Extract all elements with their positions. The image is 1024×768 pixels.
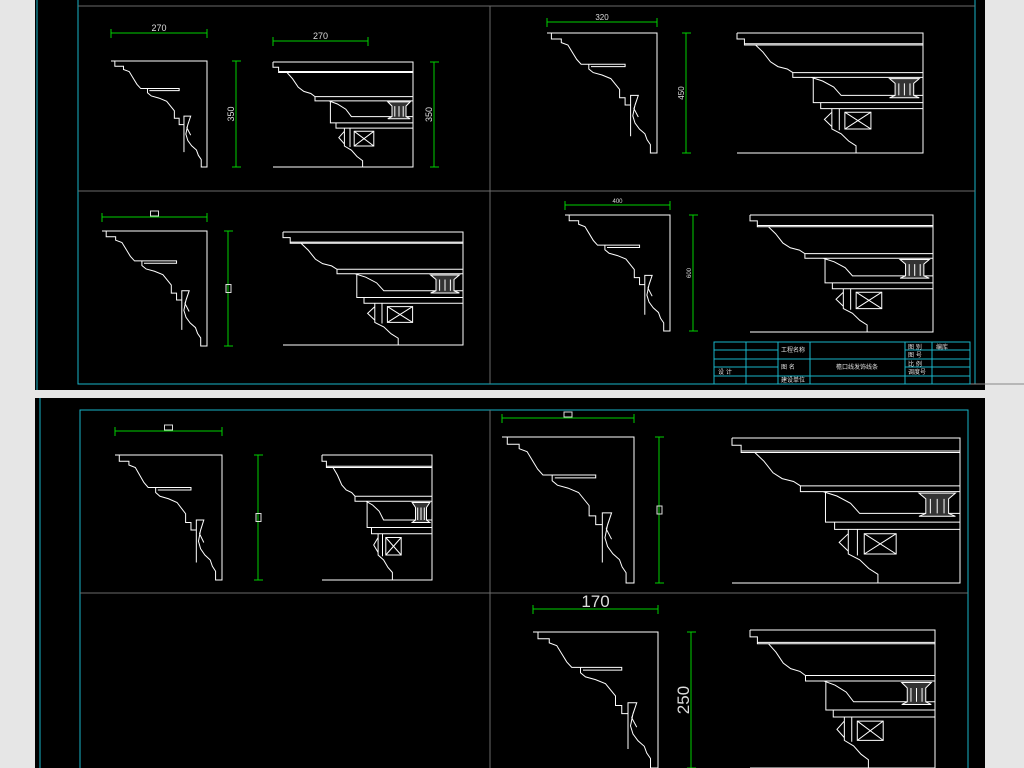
width-dimension: 400 [564,199,671,210]
height-dimension [655,436,664,584]
width-dimension: 170 [532,592,659,614]
dimension-label: 350 [226,106,236,121]
molding-profile [547,33,657,153]
dimension-label-placeholder [563,411,573,418]
rosette-block [386,538,401,556]
width-dimension [114,424,223,436]
scale-label: 比 例 [908,360,922,368]
drawing-title: 檐口线发饰线条 [836,363,878,371]
molding-profile [502,437,634,583]
molding-profile [115,455,222,580]
number-label: 图 号 [908,352,922,359]
width-dimension [101,210,208,222]
dimension-label: 350 [424,107,434,122]
carved-capital-icon [890,79,920,98]
width-dimension: 270 [110,23,208,38]
dimension-label: 600 [687,267,693,278]
height-dimension: 450 [677,32,691,154]
molding-profile [102,231,207,346]
dimension-label: 250 [674,686,693,714]
dimension-label-placeholder [255,513,262,522]
height-dimension: 350 [226,60,241,168]
height-dimension: 250 [674,631,696,768]
height-dimension: 600 [687,214,698,332]
rosette-block [845,112,871,129]
rosette-block [354,131,374,146]
height-dimension: 350 [424,61,439,168]
category-label: 图 别 [908,343,922,351]
molding-elevation [732,438,960,583]
dimension-label: 270 [151,23,166,33]
width-dimension: 270 [272,31,369,46]
molding-elevation [322,455,432,580]
code-label: 编库 [936,343,948,351]
drawing-name-label: 图 名 [781,363,795,371]
height-dimension [254,454,263,581]
rosette-block [856,292,882,308]
dimension-label-placeholder [164,424,173,431]
dimension-label: 270 [313,31,328,41]
dimension-label: 320 [595,13,609,22]
dimension-label-placeholder [225,284,232,293]
carved-capital-icon [919,493,955,516]
sheet-1 [35,0,985,390]
carved-capital-icon [902,682,932,704]
rosette-block [387,307,412,323]
title-block [713,341,971,385]
dimension-label: 400 [612,199,623,205]
molding-elevation [750,630,935,768]
molding-elevation [283,232,463,345]
date-label: 调度号 [908,368,926,376]
carved-capital-icon [431,275,460,293]
height-dimension [224,230,233,347]
carved-capital-icon [412,503,430,523]
molding-profile [565,215,670,331]
design-label: 设 计 [718,368,732,376]
width-dimension: 320 [546,13,658,27]
project-name-label: 工程名称 [781,346,805,354]
client-label: 建设单位 [781,376,805,384]
sheet-2-frame [79,409,969,768]
dimension-lines: 270 350 270 350 320 450 400 600 170 250 [101,13,698,768]
dimension-label: 450 [677,86,686,100]
rosette-block [864,534,896,554]
width-dimension [501,411,635,423]
molding-profile [111,61,207,167]
profile-drawings [102,33,960,768]
molding-elevation [750,215,933,332]
rosette-block [857,721,883,740]
dimension-label-placeholder [656,505,663,515]
dimension-label: 170 [581,592,609,611]
molding-profile [533,632,658,768]
carved-capital-icon [900,259,929,278]
dimension-label-placeholder [150,210,159,217]
molding-elevation [737,33,923,153]
carved-capital-icon [388,102,410,119]
molding-elevation [273,62,413,167]
